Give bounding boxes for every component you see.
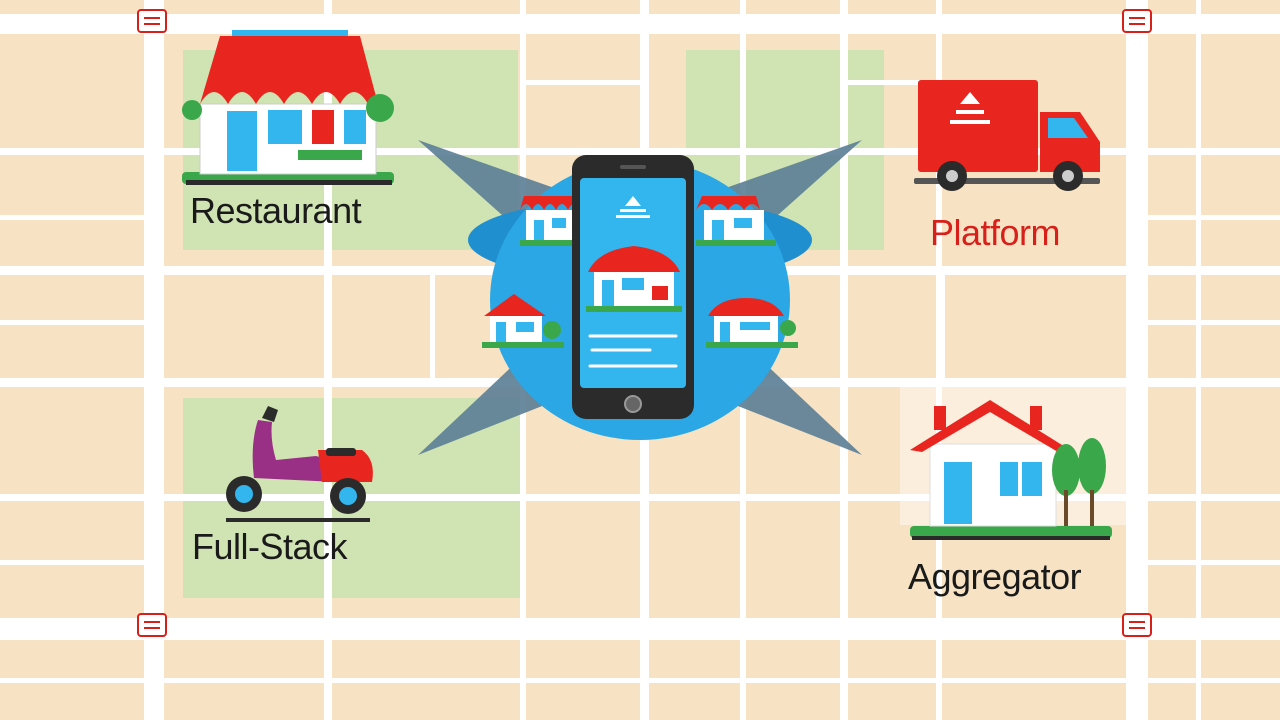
- map-pin-icon: [1122, 613, 1152, 637]
- app-text-lines: [588, 334, 678, 368]
- mini-shop-icon: [706, 298, 798, 348]
- mini-shop-icon: [696, 196, 776, 246]
- house-icon: [910, 400, 1112, 540]
- map-pin-icon: [137, 613, 167, 637]
- map-pin-icon: [1122, 9, 1152, 33]
- smartphone-app-icon: [572, 155, 694, 419]
- mini-house-icon: [482, 294, 564, 348]
- restaurant-storefront-icon: [182, 30, 394, 185]
- app-logo-icon: [616, 196, 650, 218]
- map-pin-icon: [137, 9, 167, 33]
- mini-shop-icon: [520, 196, 580, 246]
- aggregator-label: Aggregator: [908, 556, 1082, 597]
- delivery-truck-icon: [914, 80, 1100, 191]
- platform-label: Platform: [930, 212, 1061, 253]
- central-hub: [418, 140, 862, 455]
- full-stack-label: Full-Stack: [192, 526, 348, 567]
- delivery-scooter-icon: [226, 406, 373, 522]
- truck-logo-icon: [950, 92, 990, 124]
- restaurant-label: Restaurant: [190, 190, 362, 231]
- storefront-icon: [586, 246, 682, 312]
